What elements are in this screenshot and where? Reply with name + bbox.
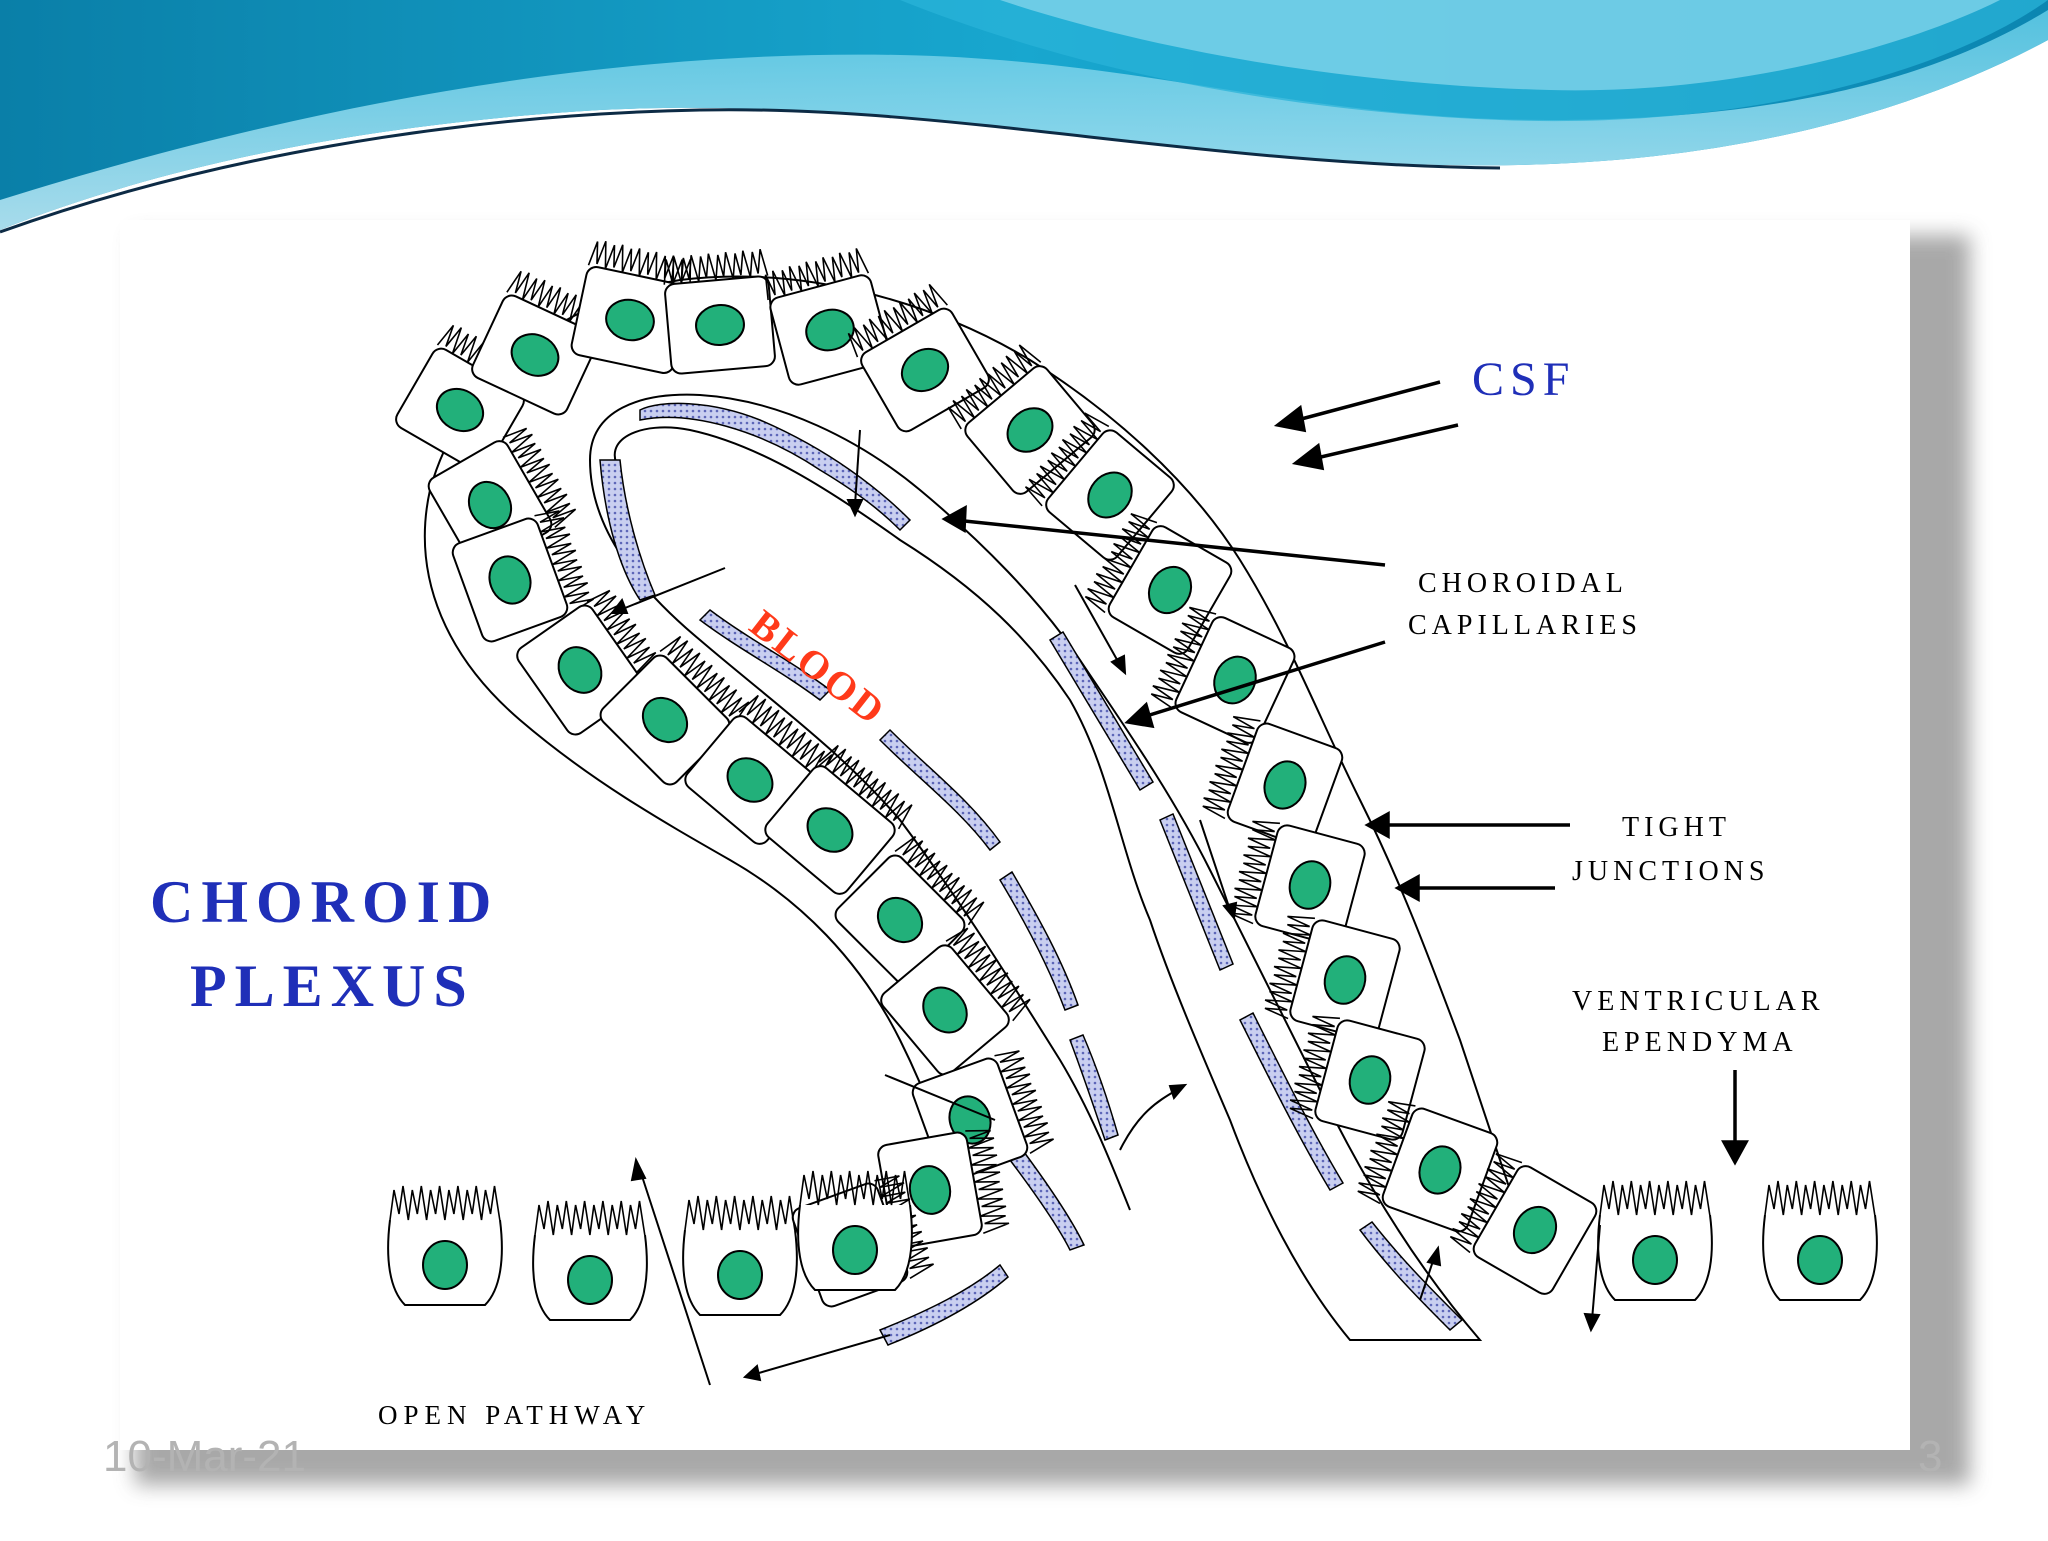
microvilli — [738, 694, 833, 780]
epithelial-cell — [1229, 820, 1366, 946]
microvilli — [1024, 412, 1110, 507]
diagram-title-line1: CHOROID — [150, 869, 500, 935]
ependymal-cell — [797, 1170, 913, 1291]
epithelial-cell — [570, 240, 692, 374]
microvilli — [534, 1200, 646, 1236]
microvilli — [1449, 1152, 1523, 1254]
epithelial-cell — [764, 248, 891, 386]
microvilli — [947, 344, 1042, 430]
microvilli — [994, 1050, 1054, 1154]
microvilli — [1357, 1100, 1416, 1205]
microvilli — [534, 510, 594, 614]
footer-date: 10-Mar-21 — [103, 1432, 306, 1481]
microvilli — [894, 835, 985, 926]
ependymal-cell — [1762, 1180, 1878, 1301]
microvilli — [1202, 715, 1261, 820]
epithelial-cell — [947, 344, 1096, 495]
ventricular-label-line1: VENTRICULAR — [1572, 986, 1825, 1017]
choroidal-label-line1: CHOROIDAL — [1418, 568, 1628, 599]
epithelial-cell — [880, 927, 1031, 1076]
microvilli — [1599, 1180, 1711, 1216]
epithelial-cell — [471, 270, 609, 416]
ependymal-cell — [387, 1185, 503, 1306]
microvilli — [945, 927, 1031, 1022]
epithelial-cell — [847, 283, 990, 433]
ependymal-cell — [682, 1195, 798, 1316]
microvilli — [847, 283, 948, 358]
microvilli — [659, 635, 750, 726]
epithelial-cell — [764, 744, 913, 895]
epithelial-cell — [1264, 915, 1401, 1041]
microvilli — [1084, 512, 1158, 614]
microvilli — [389, 1185, 501, 1221]
csf-label: CSF — [1472, 353, 1576, 406]
epithelial-cell — [1150, 606, 1296, 744]
tight-label-line2: JUNCTIONS — [1572, 856, 1770, 887]
epithelial-cell — [1084, 512, 1233, 655]
epithelial-cell — [1357, 1100, 1499, 1233]
epithelial-cell — [1289, 1015, 1426, 1141]
microvilli — [502, 427, 577, 528]
microvilli — [586, 589, 667, 688]
ependymal-cell — [532, 1200, 648, 1321]
ependymal-cell — [1597, 1180, 1713, 1301]
microvilli — [1264, 915, 1315, 1020]
epithelial-cell — [1449, 1152, 1598, 1295]
epithelial-cell — [451, 510, 594, 643]
microvilli — [965, 1129, 1010, 1234]
open-pathway-label: OPEN PATHWAY — [378, 1400, 652, 1430]
footer-page-number: 3 — [1918, 1432, 1943, 1481]
ventricular-label-line2: EPENDYMA — [1602, 1027, 1798, 1058]
microvilli — [1764, 1180, 1876, 1216]
epithelial-cell — [663, 248, 776, 375]
tight-label-line1: TIGHT — [1622, 812, 1731, 843]
microvilli — [1229, 820, 1280, 925]
microvilli — [684, 1195, 796, 1231]
microvilli — [818, 744, 913, 830]
epithelial-cell — [1202, 715, 1344, 848]
microvilli — [1150, 606, 1217, 709]
diagram-title-line2: PLEXUS — [190, 953, 475, 1019]
header-wave — [0, 0, 2048, 234]
choroidal-label-line2: CAPILLARIES — [1408, 610, 1642, 641]
choroid-plexus-diagram — [387, 240, 1878, 1386]
epithelial-cell — [599, 635, 750, 786]
microvilli — [799, 1170, 911, 1206]
microvilli — [1289, 1015, 1340, 1120]
microvilli — [764, 248, 870, 301]
microvilli — [663, 248, 769, 285]
